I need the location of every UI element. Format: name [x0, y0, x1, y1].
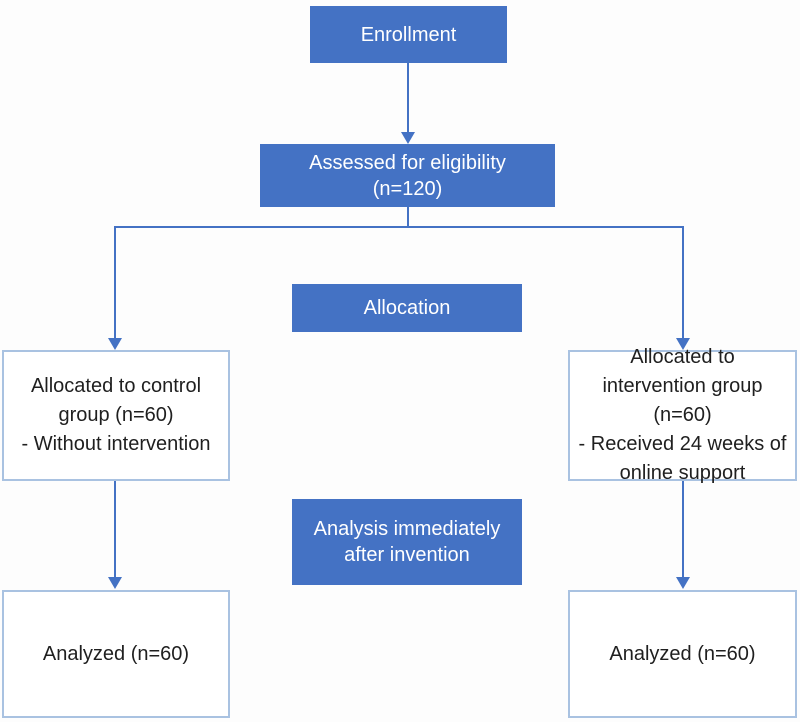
- node-analysis-label-line: after invention: [344, 544, 470, 566]
- node-intervention-label-line: online support: [619, 462, 746, 484]
- node-intervention-label-line: (n=60): [653, 404, 712, 426]
- node-control-label-line: - Without intervention: [21, 433, 211, 455]
- node-analysis: Analysis immediately after invention: [292, 499, 522, 585]
- node-control-label-line: group (n=60): [58, 404, 174, 426]
- connector-assessed-stub: [407, 206, 409, 228]
- node-analyzed-intervention: Analyzed (n=60): [568, 590, 797, 718]
- node-intervention-label-line: - Received 24 weeks of: [578, 433, 787, 455]
- node-allocation-label: Allocation: [363, 297, 451, 319]
- node-analysis-label-line: Analysis immediately: [313, 518, 501, 540]
- connector-branch-horizontal: [114, 226, 684, 228]
- node-analyzed-intervention-label: Analyzed (n=60): [609, 642, 756, 665]
- arrowhead-intervention-to-analyzed: [676, 577, 690, 589]
- arrowhead-branch-to-intervention: [676, 338, 690, 350]
- node-analyzed-control-label: Analyzed (n=60): [42, 642, 190, 665]
- node-control-label-line: Allocated to control: [30, 375, 202, 397]
- node-enrollment: Enrollment: [310, 6, 507, 63]
- node-intervention-label-line: Allocated to: [630, 346, 735, 368]
- arrowhead-enrollment-to-assessed: [401, 132, 415, 144]
- node-assessed-for-eligibility: Assessed for eligibility (n=120): [260, 144, 555, 207]
- node-allocation: Allocation: [292, 284, 522, 332]
- node-assessed-label-line: (n=120): [372, 177, 443, 200]
- node-intervention-group: Allocated to intervention group (n=60) -…: [568, 346, 797, 484]
- arrowhead-control-to-analyzed: [108, 577, 122, 589]
- connector-control-to-analyzed: [114, 481, 116, 578]
- connector-branch-to-control: [114, 226, 116, 339]
- node-enrollment-label: Enrollment: [360, 23, 457, 46]
- arrowhead-branch-to-control: [108, 338, 122, 350]
- connector-enrollment-to-assessed: [407, 63, 409, 133]
- node-control-group: Allocated to control group (n=60) - With…: [2, 350, 230, 481]
- node-analyzed-control: Analyzed (n=60): [2, 590, 230, 718]
- connector-branch-to-intervention: [682, 226, 684, 339]
- connector-intervention-to-analyzed: [682, 481, 684, 578]
- node-intervention-label-line: intervention group: [602, 375, 763, 397]
- node-assessed-label-line: Assessed for eligibility: [309, 151, 506, 174]
